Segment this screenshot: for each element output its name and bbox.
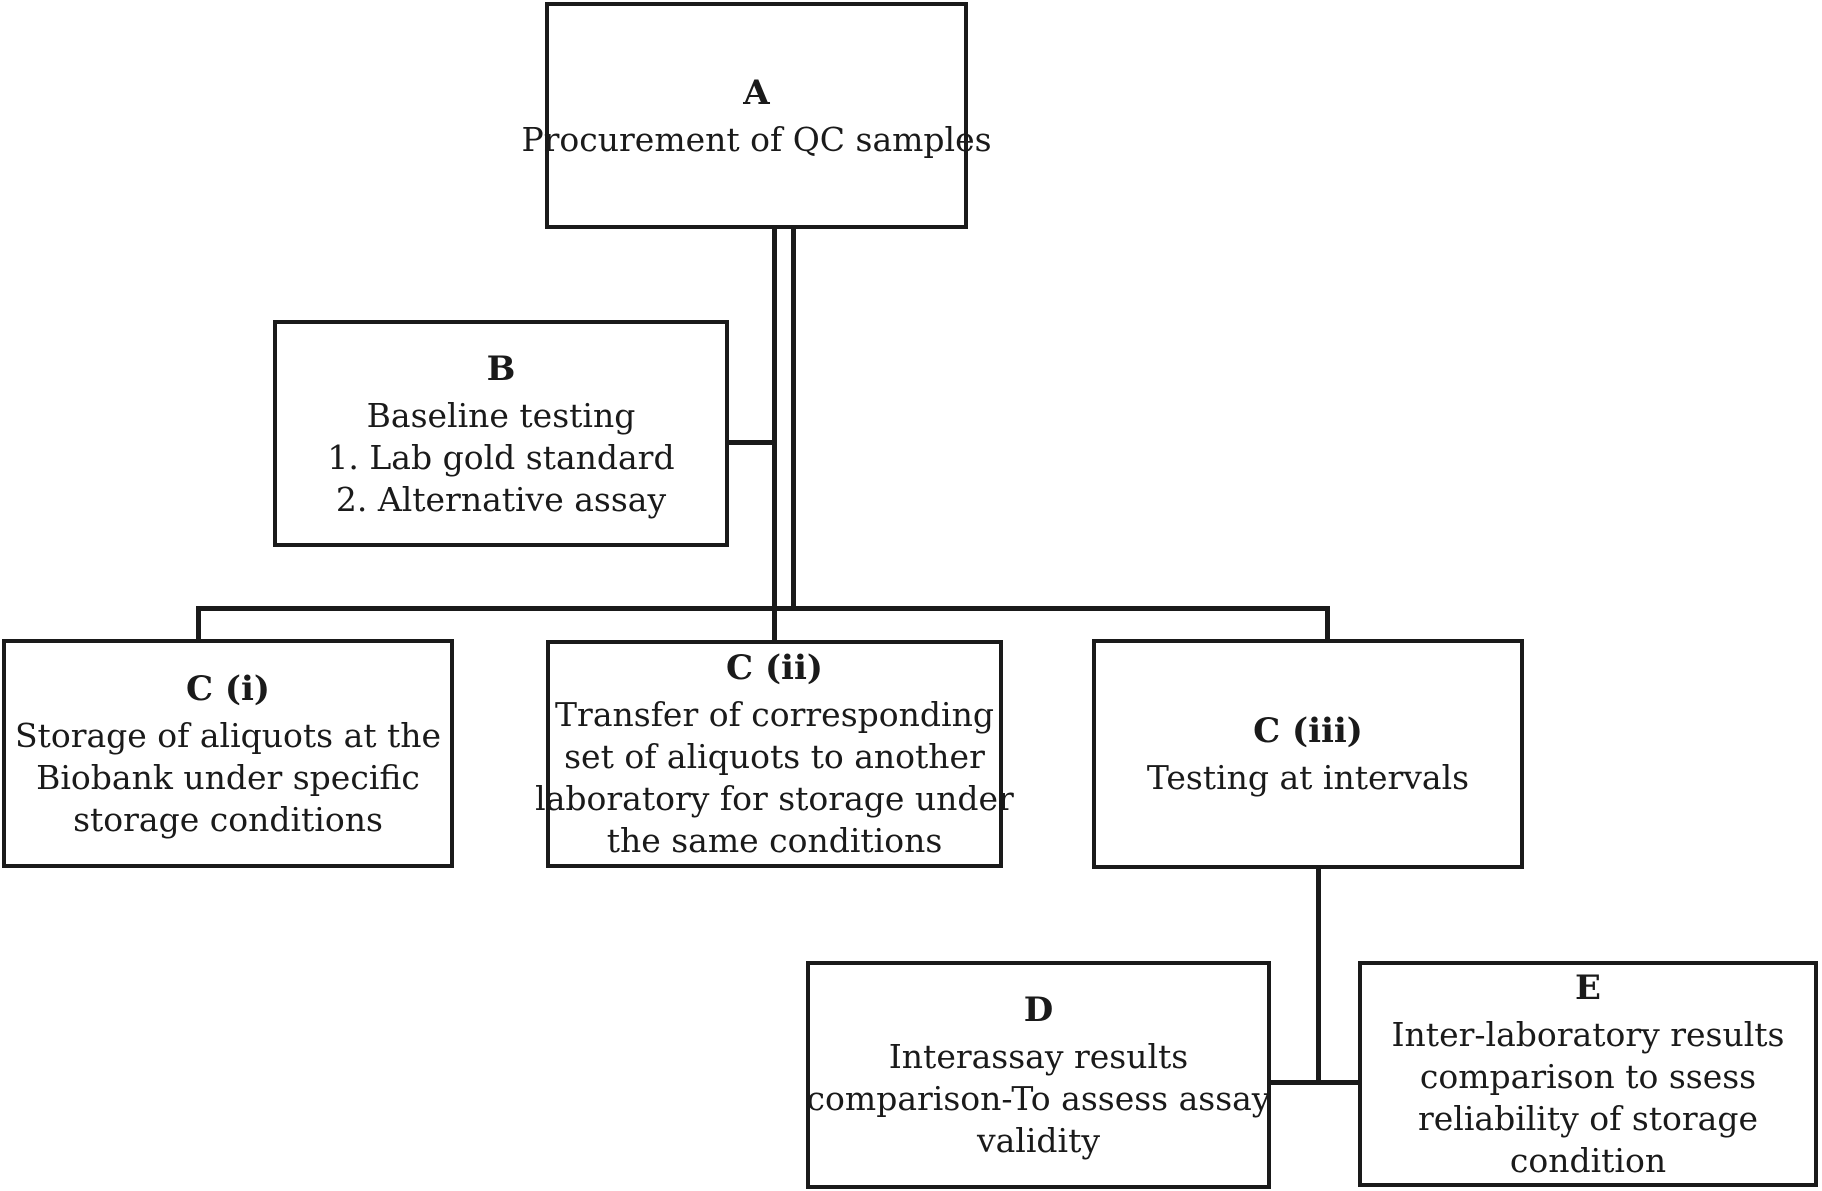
box-c-ii-text: the same conditions xyxy=(606,821,943,860)
box-e-text: comparison to ssess xyxy=(1419,1057,1757,1096)
box-e-text: condition xyxy=(1509,1141,1667,1180)
box-c-i-text: storage conditions xyxy=(73,799,383,839)
box-a: A Procurement of QC samples xyxy=(521,2,992,229)
connector-drop-to-ciii xyxy=(1325,606,1330,643)
box-b: B Baseline testing 1. Lab gold standard … xyxy=(273,320,729,547)
connector-branch-horizontal xyxy=(196,606,1330,611)
connector-b-horizontal xyxy=(727,440,777,445)
box-d-text: Interassay results xyxy=(888,1037,1189,1076)
box-d-text: comparison-To assess assay xyxy=(806,1079,1271,1118)
box-a-text: Procurement of QC samples xyxy=(521,119,992,159)
box-c-iii: C (iii) Testing at intervals xyxy=(1092,639,1524,869)
box-b-text: 2. Alternative assay xyxy=(335,479,667,519)
connector-d-e-horizontal xyxy=(1267,1080,1371,1085)
box-e: E Inter-laboratory results comparison to… xyxy=(1358,961,1818,1187)
box-b-text: Baseline testing xyxy=(366,395,636,435)
box-e-label: E xyxy=(1575,968,1601,1008)
box-c-i-text: Biobank under specific xyxy=(36,757,420,797)
connector-a-to-cii-vertical-left xyxy=(772,229,777,644)
box-e-text: reliability of storage xyxy=(1417,1099,1758,1138)
connector-a-to-branch-vertical-right xyxy=(791,229,796,611)
box-c-ii-label: C (ii) xyxy=(726,648,823,688)
box-d-text: validity xyxy=(976,1121,1100,1160)
box-c-ii-text: Transfer of corresponding xyxy=(555,695,994,734)
connector-ciii-down-vertical xyxy=(1316,864,1321,1085)
box-b-label: B xyxy=(486,348,516,389)
box-c-ii-text: laboratory for storage under xyxy=(535,779,1014,818)
box-c-i-label: C (i) xyxy=(186,668,270,709)
box-c-ii: C (ii) Transfer of corresponding set of … xyxy=(535,640,1014,868)
box-e-text: Inter-laboratory results xyxy=(1391,1015,1785,1054)
box-c-iii-label: C (iii) xyxy=(1253,711,1363,751)
box-b-text: 1. Lab gold standard xyxy=(327,437,675,477)
box-c-ii-text: set of aliquots to another xyxy=(564,737,985,776)
box-c-iii-text: Testing at intervals xyxy=(1146,758,1470,797)
connector-drop-to-ci xyxy=(196,606,201,643)
box-d: D Interassay results comparison-To asses… xyxy=(806,961,1271,1189)
box-c-i: C (i) Storage of aliquots at the Biobank… xyxy=(2,639,454,868)
box-d-label: D xyxy=(1023,990,1054,1030)
box-a-label: A xyxy=(743,72,770,113)
box-c-i-text: Storage of aliquots at the xyxy=(14,715,442,755)
